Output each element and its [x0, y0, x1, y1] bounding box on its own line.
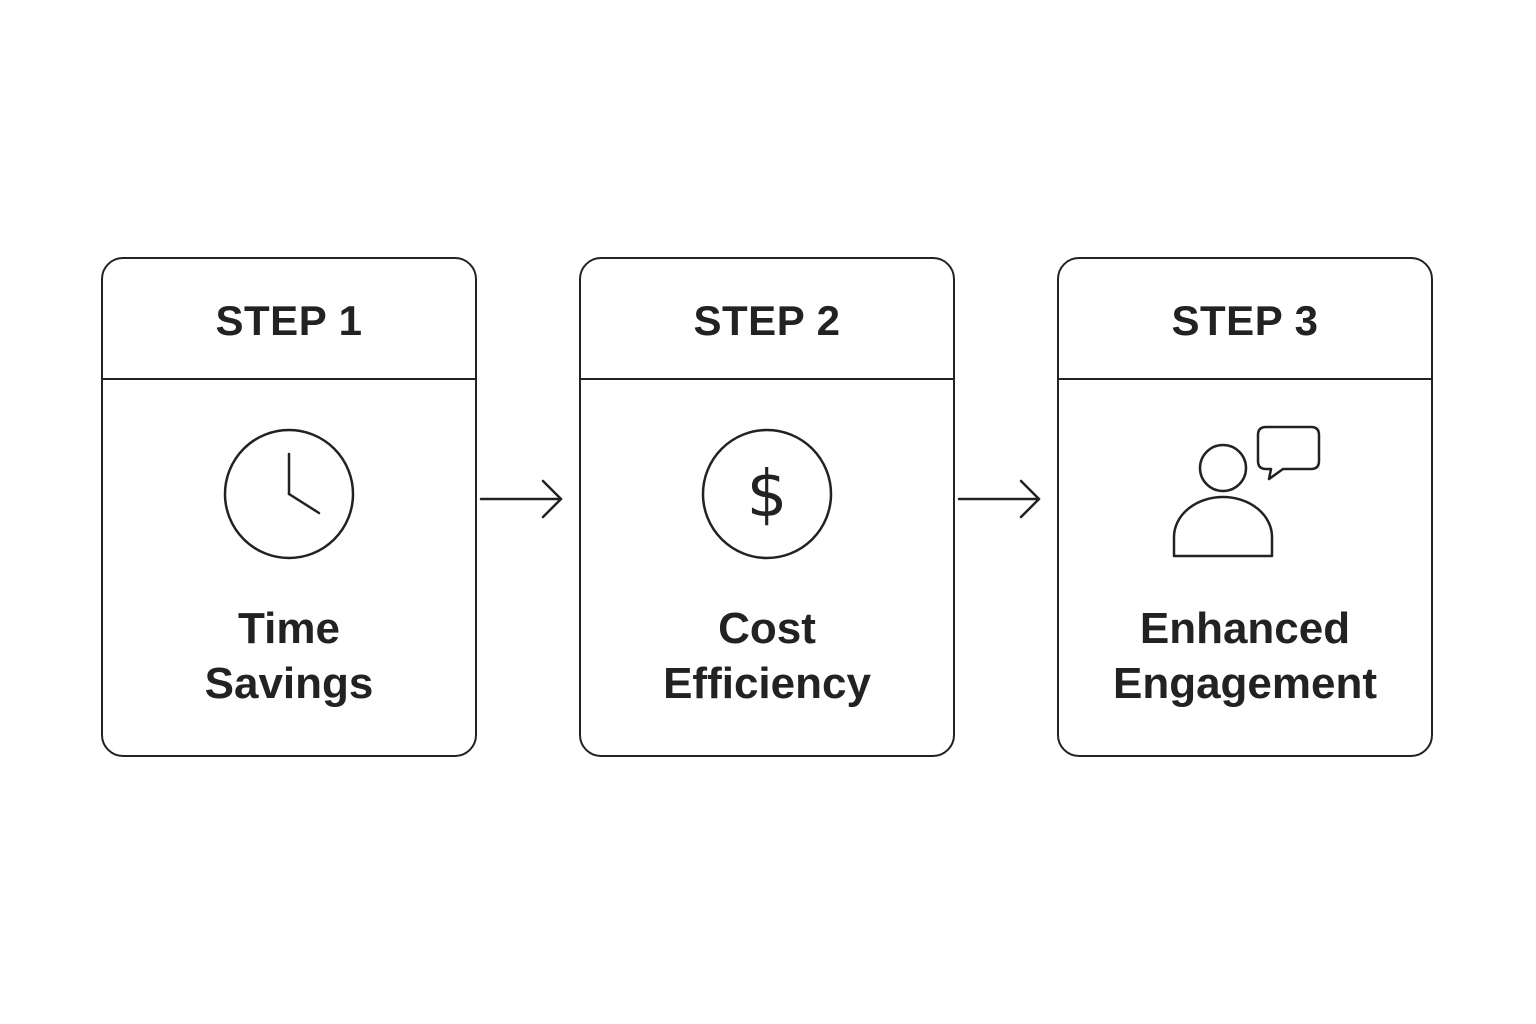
step-title-line: Time	[238, 604, 340, 653]
step-header-2: STEP 2	[581, 259, 953, 380]
step-title-1: Time Savings	[103, 601, 475, 711]
clock-icon	[103, 415, 475, 565]
step-header-1: STEP 1	[103, 259, 475, 380]
flow-arrow-2	[957, 479, 1041, 519]
step-label: STEP 1	[215, 296, 363, 344]
step-title-line: Savings	[204, 659, 374, 708]
step-label: STEP 3	[1171, 296, 1319, 344]
step-header-3: STEP 3	[1059, 259, 1431, 380]
step-title-line: Engagement	[1112, 659, 1378, 708]
step-card-1: STEP 1 Time Savings	[101, 257, 477, 757]
flow-arrow-1	[479, 479, 563, 519]
step-title-line: Enhanced	[1139, 604, 1351, 653]
step-card-2: STEP 2 $ Cost Efficiency	[579, 257, 955, 757]
step-title-line: Efficiency	[663, 659, 871, 708]
step-title-2: Cost Efficiency	[581, 601, 953, 711]
step-card-3: STEP 3 Enhanced Engagement	[1057, 257, 1433, 757]
step-title-line: Cost	[718, 604, 816, 653]
dollar-coin-icon: $	[581, 415, 953, 565]
step-label: STEP 2	[693, 296, 841, 344]
step-title-3: Enhanced Engagement	[1059, 601, 1431, 711]
person-speech-bubble-icon	[1059, 415, 1431, 565]
svg-text:$: $	[747, 458, 788, 532]
